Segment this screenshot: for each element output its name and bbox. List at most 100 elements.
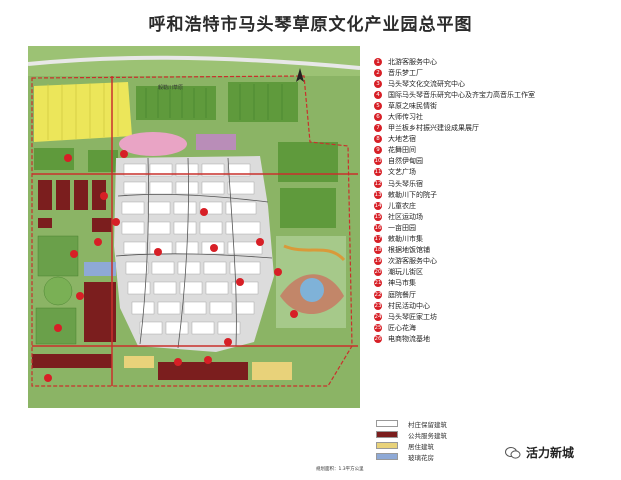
key-label: 玻璃花房 [408,453,434,462]
key-item: 玻璃花房 [376,451,447,462]
legend-item: 24 马头琴匠家工坊 [374,311,614,322]
map-marker [224,338,232,346]
key-item: 居住建筑 [376,440,447,451]
watermark-text: 活力新城 [526,446,575,460]
plan-area-note: 规划面积：1.3平方公里 [316,467,364,472]
legend-label: 国际马头琴音乐研究中心及齐宝力高音乐工作室 [388,90,535,99]
legend-label: 大地艺宿 [388,135,416,144]
map-marker [204,356,212,364]
legend-number-badge: 11 [374,168,382,177]
map-marker [200,208,208,216]
map-marker [290,310,298,318]
village-roads [115,157,273,349]
legend-number-badge: 15 [374,212,382,221]
legend-number-badge: 5 [374,101,382,110]
legend-label: 马头琴匠家工坊 [388,312,437,321]
site-plan-map [28,46,360,408]
north-arrow-icon [296,68,304,82]
green-field-rows [34,82,298,172]
legend-label: 儿童农庄 [388,201,416,210]
legend-item: 8 大地艺宿 [374,134,614,145]
wechat-icon [505,446,521,459]
legend-number-badge: 20 [374,268,382,277]
map-marker [64,154,72,162]
west-service-buildings [32,180,116,368]
legend-number-badge: 24 [374,312,382,321]
key-item: 公共服务建筑 [376,429,447,440]
legend-item: 5 草原之味民情街 [374,100,614,111]
watermark: 活力新城 [505,444,574,461]
map-marker [174,358,182,366]
legend-item: 12 马头琴乐宿 [374,178,614,189]
legend-number-badge: 16 [374,223,382,232]
north-road [28,55,360,70]
legend-number-badge: 3 [374,79,382,88]
legend-label: 电商物流基地 [388,334,430,343]
field-stripes [145,84,283,120]
legend-label: 马头琴文化交流研究中心 [388,79,465,88]
legend-number-badge: 12 [374,179,382,188]
glass-house-west [84,262,116,276]
south-buildings [124,356,292,380]
legend-number-badge: 7 [374,124,382,133]
legend-label: 村民活动中心 [388,301,430,310]
legend-label: 音乐梦工厂 [388,68,423,77]
legend-label: 匠心花海 [388,323,416,332]
legend-label: 庭院餐厅 [388,290,416,299]
building-type-key: 村庄保留建筑公共服务建筑居住建筑玻璃花房 [376,418,447,462]
legend-number-badge: 9 [374,146,382,155]
yellow-field-zone [34,82,132,142]
key-label: 村庄保留建筑 [408,420,447,429]
legend-number-badge: 23 [374,301,382,310]
east-fields [278,142,338,228]
legend-item: 19 次游客服务中心 [374,256,614,267]
site-boundary [31,75,353,387]
legend-item: 3 马头琴文化交流研究中心 [374,78,614,89]
legend-item: 9 花舞田间 [374,145,614,156]
legend-item: 23 村民活动中心 [374,300,614,311]
map-marker [54,324,62,332]
legend-label: 神马市集 [388,279,416,288]
map-marker [236,278,244,286]
legend-label: 马头琴乐宿 [388,179,423,188]
legend-label: 敕勒川市集 [388,235,423,244]
legend-item: 26 电商物流基地 [374,333,614,344]
legend-number-badge: 25 [374,323,382,332]
legend-label: 草原之味民情街 [388,101,437,110]
legend-number-badge: 8 [374,135,382,144]
legend-label: 花舞田间 [388,146,416,155]
map-marker [100,192,108,200]
legend-label: 大师传习社 [388,113,423,122]
legend-number-badge: 26 [374,334,382,343]
legend-number-badge: 10 [374,157,382,166]
legend-number-badge: 2 [374,68,382,77]
map-marker [120,150,128,158]
legend-label: 文艺广场 [388,168,416,177]
legend-number-badge: 19 [374,257,382,266]
legend-label: 次游客服务中心 [388,257,437,266]
map-marker [44,374,52,382]
legend-number-badge: 1 [374,57,382,66]
map-marker [76,292,84,300]
map-marker [256,238,264,246]
yellow-field-rows [47,83,119,140]
key-label: 居住建筑 [408,442,434,451]
legend-item: 11 文艺广场 [374,167,614,178]
legend-item: 25 匠心花海 [374,322,614,333]
legend-item: 2 音乐梦工厂 [374,67,614,78]
map-markers [44,150,298,382]
map-marker [94,238,102,246]
page-title: 呼和浩特市马头琴草原文化产业园总平图 [148,15,473,35]
village-buildings [121,163,263,335]
